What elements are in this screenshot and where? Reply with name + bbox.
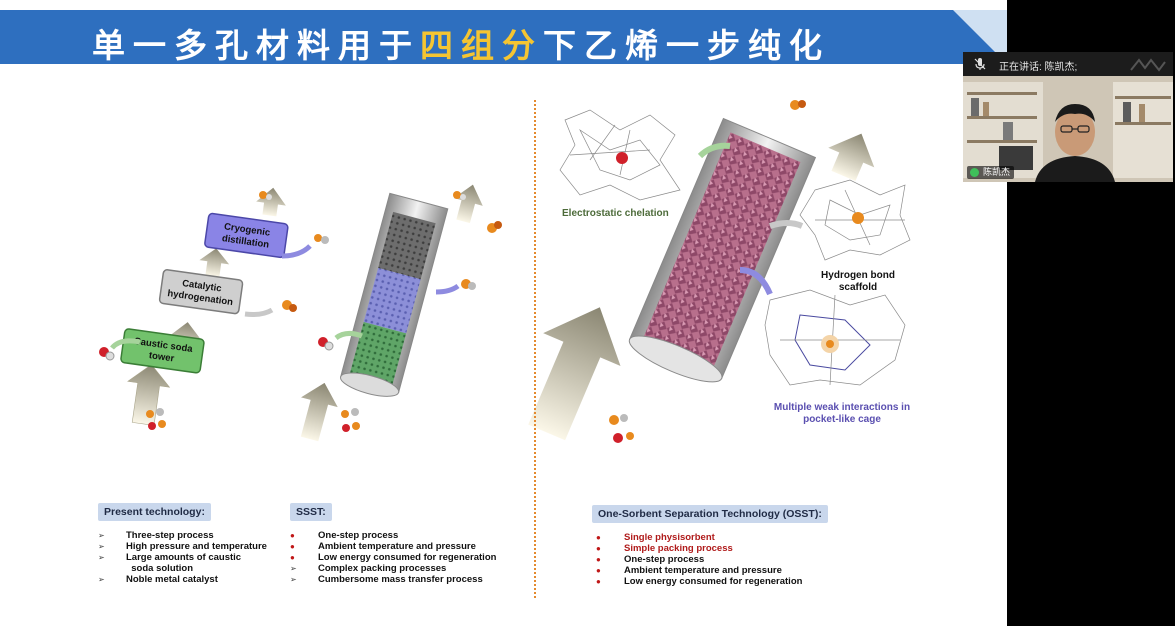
molecule-group-right	[609, 100, 806, 443]
slide-title: 单一多孔材料用于四组分下乙烯一步纯化	[92, 19, 830, 67]
box-caustic-line2: tower	[148, 350, 175, 364]
ssst-heading: SSST:	[290, 503, 332, 521]
crystal-structure-hbond	[799, 179, 911, 261]
ssst-item: Cumbersome mass transfer process	[290, 574, 496, 585]
osst-item: Ambient temperature and pressure	[596, 565, 802, 576]
osst-item: One-step process	[596, 554, 802, 565]
molecule-group-middle	[318, 191, 502, 432]
participant-name: 陈凯杰	[983, 167, 1011, 177]
ssst-list: One-step process Ambient temperature and…	[290, 530, 496, 585]
osst-list: Single physisorbent Simple packing proce…	[596, 532, 802, 587]
crystal-structure-cage	[764, 289, 906, 386]
present-technology-list: Three-step process High pressure and tem…	[98, 530, 267, 585]
section-divider	[534, 100, 536, 598]
osst-item: Simple packing process	[596, 543, 802, 554]
title-text-part2: 下乙烯一步纯化	[543, 26, 830, 65]
brand-logo-icon	[1130, 58, 1166, 72]
label-multiple-weak-interactions: Multiple weak interactions in pocket-lik…	[773, 402, 911, 425]
mic-icon[interactable]	[973, 57, 987, 71]
slide-illustration: Caustic soda tower Catalytic hydrogenati…	[99, 100, 911, 443]
speaker-video-panel[interactable]: 正在讲话: 陈凯杰; 陈凯杰	[963, 52, 1173, 182]
ssst-item: Ambient temperature and pressure	[290, 541, 496, 552]
present-item: Noble metal catalyst	[98, 574, 267, 585]
present-item: Large amounts of caustic soda solution	[98, 552, 267, 574]
present-item: High pressure and temperature	[98, 541, 267, 552]
participant-name-badge: 陈凯杰	[967, 166, 1015, 179]
ssst-item: Complex packing processes	[290, 563, 496, 574]
ssst-item: Low energy consumed for regeneration	[290, 552, 496, 563]
video-header: 正在讲话: 陈凯杰;	[963, 52, 1173, 76]
present-technology-heading: Present technology:	[98, 503, 211, 521]
osst-item: Single physisorbent	[596, 532, 802, 543]
title-bar: 单一多孔材料用于四组分下乙烯一步纯化	[0, 10, 1007, 67]
mic-active-icon	[970, 168, 979, 177]
molecule-group-left	[99, 191, 329, 430]
osst-item: Low energy consumed for regeneration	[596, 576, 802, 587]
title-text-part1: 单一多孔材料用于	[92, 26, 420, 65]
label-electrostatic-chelation: Electrostatic chelation	[562, 208, 669, 219]
slide-viewport: 单一多孔材料用于四组分下乙烯一步纯化	[0, 0, 1007, 626]
ssst-item: One-step process	[290, 530, 496, 541]
box-catalytic-line1: Catalytic	[181, 278, 222, 294]
label-hydrogen-bond-scaffold: Hydrogen bond scaffold	[821, 270, 895, 293]
speaking-indicator: 正在讲话: 陈凯杰;	[999, 62, 1078, 73]
present-item: Three-step process	[98, 530, 267, 541]
crystal-structure-electrostatic	[559, 109, 681, 201]
osst-heading: One-Sorbent Separation Technology (OSST)…	[592, 505, 828, 523]
title-text-highlight: 四组分	[420, 26, 543, 65]
speaker-camera-feed	[963, 76, 1173, 182]
